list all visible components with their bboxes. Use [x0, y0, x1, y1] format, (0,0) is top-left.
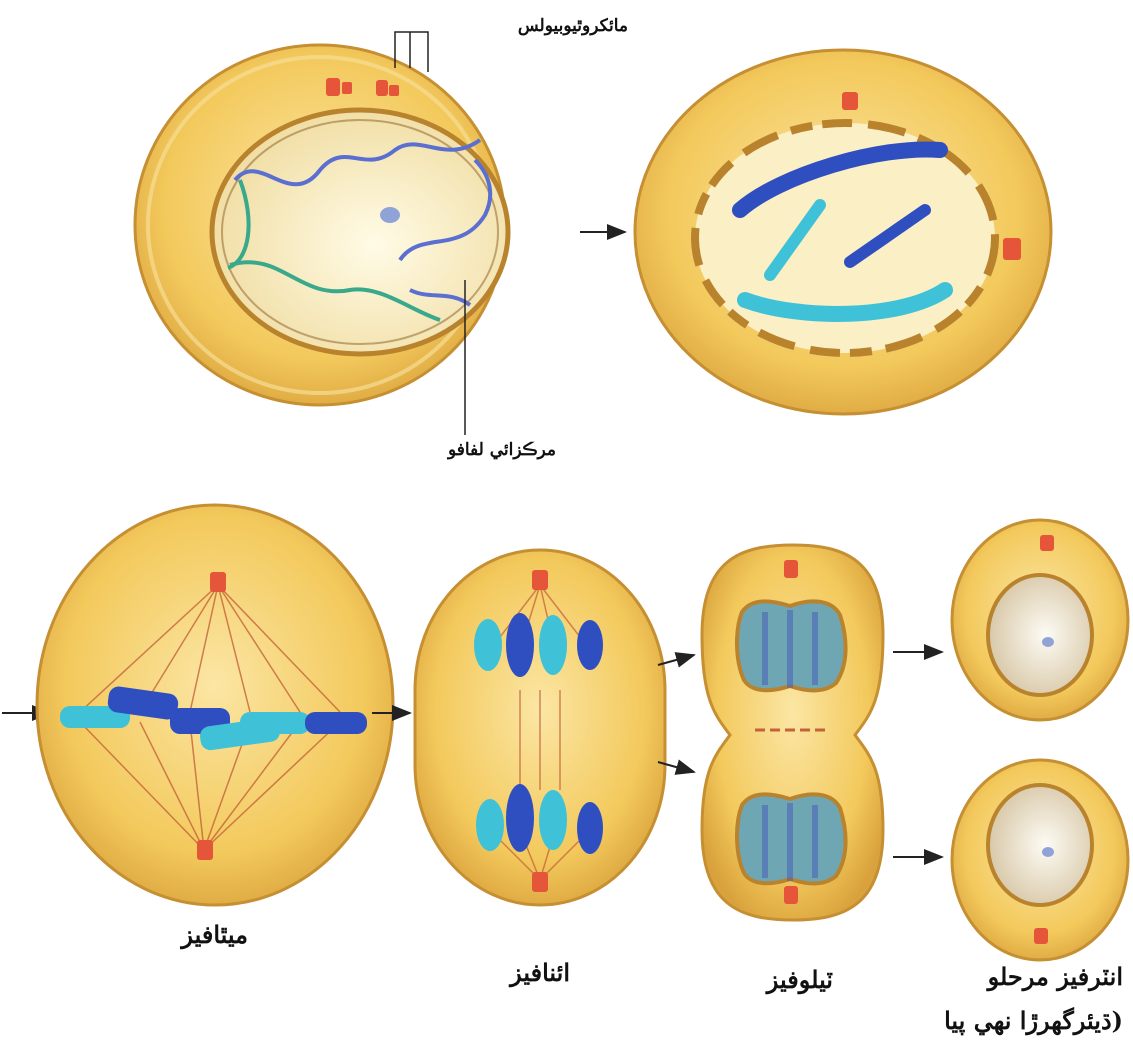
- chromosome: [577, 620, 603, 670]
- centrosome: [1040, 535, 1054, 551]
- chromosome: [577, 802, 603, 854]
- daughter-nucleus: [988, 575, 1092, 695]
- centrosome: [1003, 238, 1021, 260]
- chromosome: [240, 712, 310, 734]
- chromosome: [474, 619, 502, 671]
- label-microtubules: مائکروٿيوبيولس: [518, 16, 628, 36]
- telophase-cell: [702, 545, 883, 920]
- centrosome: [210, 572, 226, 592]
- label-interphase: انٽرفيز مرحلو: [988, 962, 1123, 991]
- centrosome: [342, 82, 352, 94]
- label-anaphase: ائنافيز: [510, 958, 570, 987]
- daughter-nucleus: [988, 785, 1092, 905]
- centrosome: [326, 78, 340, 96]
- metaphase-cell: [37, 505, 393, 905]
- anaphase-cell: [415, 550, 665, 905]
- label-nuclear-envelope: مرڪزائي لفافو: [448, 440, 556, 460]
- prometaphase-cell: [635, 50, 1051, 414]
- label-daughter-cells: (ڌيئرگھرڙا نهي پيا: [944, 1006, 1123, 1035]
- cell-membrane: [37, 505, 393, 905]
- centrosome: [197, 840, 213, 860]
- centrosome: [784, 886, 798, 904]
- centrosome: [784, 560, 798, 578]
- centrosome: [532, 570, 548, 590]
- centrosome: [1034, 928, 1048, 944]
- label-metaphase: ميٿافيز: [181, 920, 248, 949]
- chromosome: [539, 790, 567, 850]
- interphase-daughter-top: [952, 520, 1128, 720]
- nucleolus: [1042, 847, 1054, 857]
- chromosome: [476, 799, 504, 851]
- nucleolus: [380, 207, 400, 223]
- chromosome: [539, 615, 567, 675]
- centrosome: [389, 85, 399, 96]
- chromosome: [305, 712, 367, 734]
- prophase-cell: [135, 32, 508, 435]
- chromosome: [506, 613, 534, 677]
- nucleolus: [1042, 637, 1054, 647]
- centrosome: [532, 872, 548, 892]
- label-telophase: ٽيلوفيز: [767, 965, 833, 994]
- centrosome: [842, 92, 858, 110]
- chromosome: [506, 784, 534, 852]
- centrosome: [376, 80, 388, 96]
- interphase-daughter-bottom: [952, 760, 1128, 960]
